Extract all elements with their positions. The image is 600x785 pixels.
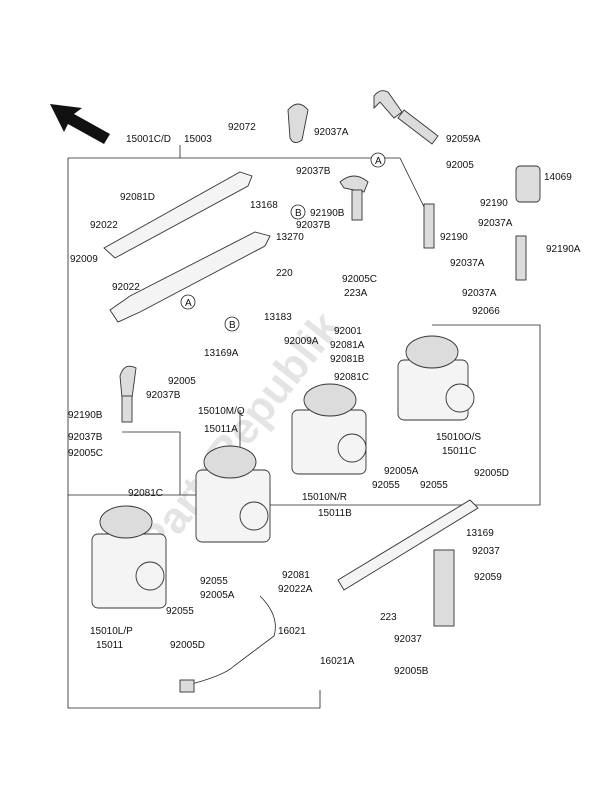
label-13183: 13183 [264, 312, 292, 323]
label-15010lp: 15010L/P [90, 626, 133, 637]
label-92022-2: 92022 [112, 282, 140, 293]
label-92055-l1: 92055 [200, 576, 228, 587]
svg-text:A: A [185, 298, 192, 309]
label-92037a-r2: 92037A [450, 258, 485, 269]
carburetor-15010-lp [91, 505, 167, 609]
label-92022a: 92022A [278, 584, 313, 595]
carburetor-15010-mq [195, 445, 271, 543]
label-15011b: 15011B [318, 508, 352, 519]
label-13270: 13270 [276, 232, 304, 243]
label-220: 220 [276, 268, 293, 279]
label-13169: 13169 [466, 528, 494, 539]
callout-b-icon-2: B [224, 316, 240, 332]
label-92190a: 92190A [546, 244, 581, 255]
label-92190-2: 92190 [440, 232, 468, 243]
label-15010nr: 15010N/R [302, 492, 347, 503]
label-223a: 223A [344, 288, 368, 299]
label-92190: 92190 [480, 198, 508, 209]
callout-a-icon-2: A [180, 294, 196, 310]
label-92037a: 92037A [314, 127, 349, 138]
label-92037-r2: 92037 [394, 634, 422, 645]
label-92009a: 92009A [284, 336, 319, 347]
label-15003: 15003 [184, 134, 212, 145]
label-15010os: 15010O/S [436, 432, 481, 443]
label-15011c: 15011C [442, 446, 476, 457]
throttle-cable-16021 [179, 595, 276, 693]
label-92081: 92081 [282, 570, 310, 581]
label-16021a: 16021A [320, 656, 355, 667]
callout-b-icon: B [290, 204, 306, 220]
label-92005-left: 92005 [168, 376, 196, 387]
label-92072: 92072 [228, 122, 256, 133]
front-direction-arrow-icon [50, 104, 110, 144]
label-92005: 92005 [446, 160, 474, 171]
label-92037b-2: 92037B [296, 220, 331, 231]
label-92190b: 92190B [310, 208, 345, 219]
label-92059a: 92059A [446, 134, 481, 145]
label-92066: 92066 [472, 306, 500, 317]
label-92005c-left: 92005C [68, 448, 103, 459]
label-92005a-left: 92005A [200, 590, 235, 601]
svg-text:A: A [375, 156, 382, 167]
part-labels: 15001C/D 15003 92072 92037A 92059A 92005… [68, 122, 581, 677]
carburetor-15010-os [397, 335, 475, 421]
label-92022: 92022 [90, 220, 118, 231]
label-92005d: 92005D [474, 468, 509, 479]
label-16021: 16021 [278, 626, 306, 637]
label-92081b: 92081B [330, 354, 365, 365]
label-13169a: 13169A [204, 348, 239, 359]
label-92037b-left2: 92037B [68, 432, 103, 443]
label-92005d-left: 92005D [170, 640, 205, 651]
label-92055-2: 92055 [420, 480, 448, 491]
svg-text:B: B [295, 208, 302, 219]
label-92055: 92055 [372, 480, 400, 491]
label-92037: 92037 [472, 546, 500, 557]
label-92190b-left: 92190B [68, 410, 103, 421]
label-92037a-r1: 92037A [478, 218, 513, 229]
label-15011: 15011 [96, 640, 124, 651]
label-15011a: 15011A [204, 424, 238, 435]
label-92081c: 92081C [334, 372, 369, 383]
label-223: 223 [380, 612, 397, 623]
carburetor-15010-nr [291, 383, 367, 475]
label-92001: 92001 [334, 326, 362, 337]
fuel-rail-13270 [103, 171, 271, 323]
label-92037b-left: 92037B [146, 390, 181, 401]
hose-parts [119, 90, 541, 627]
svg-text:B: B [229, 320, 236, 331]
callout-a-icon: A [370, 152, 386, 168]
label-92059: 92059 [474, 572, 502, 583]
label-92005c: 92005C [342, 274, 377, 285]
label-15010mq: 15010M/Q [198, 406, 245, 417]
label-92009: 92009 [70, 254, 98, 265]
label-13168: 13168 [250, 200, 278, 211]
label-92037b: 92037B [296, 166, 331, 177]
label-92055-l2: 92055 [166, 606, 194, 617]
label-92081d: 92081D [120, 192, 155, 203]
label-14069: 14069 [544, 172, 572, 183]
label-15001cd: 15001C/D [126, 134, 171, 145]
label-92081c-left: 92081C [128, 488, 163, 499]
assembly-frame-lines [67, 145, 541, 709]
label-92037a-r3: 92037A [462, 288, 497, 299]
label-92005b: 92005B [394, 666, 429, 677]
label-92005a: 92005A [384, 466, 419, 477]
label-92081a: 92081A [330, 340, 365, 351]
